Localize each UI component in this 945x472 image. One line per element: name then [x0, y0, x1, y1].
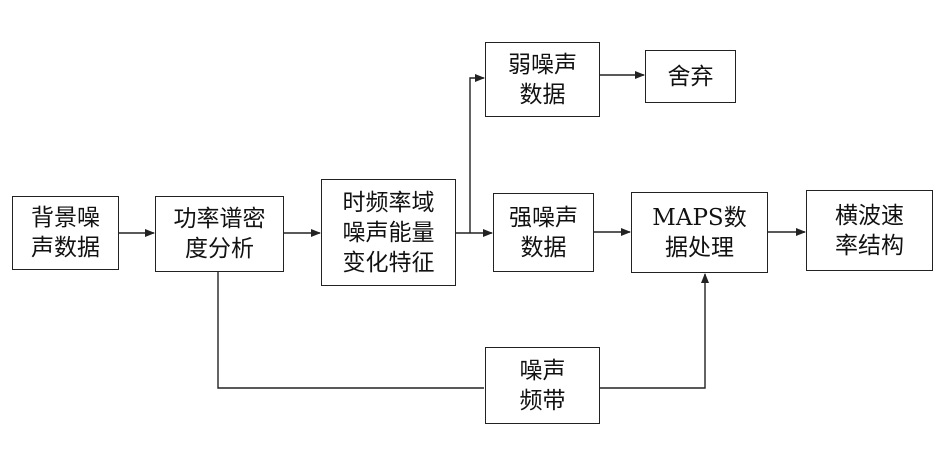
shear-wave-structure-box: 横波速 率结构 — [806, 190, 933, 271]
arrow-noise-band-to-maps — [600, 273, 709, 389]
background-noise-box: 背景噪 声数据 — [12, 196, 119, 270]
arrow-tf-to-weak — [469, 74, 485, 233]
line-psd-to-noise-band — [217, 272, 484, 389]
noise-band-box: 噪声 频带 — [485, 347, 600, 424]
maps-processing-box: MAPS数 据处理 — [631, 192, 768, 273]
time-frequency-energy-box: 时频率域 噪声能量 变化特征 — [321, 179, 456, 286]
strong-noise-box: 强噪声 数据 — [493, 193, 594, 272]
discard-box: 舍弃 — [645, 50, 736, 103]
weak-noise-box: 弱噪声 数据 — [485, 42, 600, 117]
psd-analysis-box: 功率谱密 度分析 — [155, 196, 284, 272]
